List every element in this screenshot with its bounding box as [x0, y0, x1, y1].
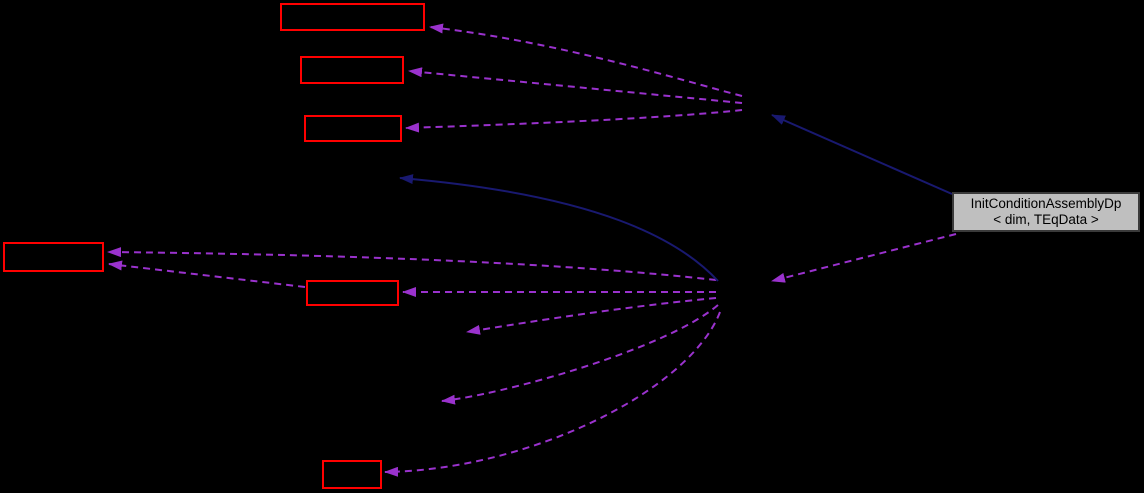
edge-middlehub-to-bottombox — [384, 311, 721, 477]
related-node-left[interactable] — [3, 242, 104, 272]
hidden-node-middle-hub — [715, 271, 769, 315]
inheritance-edges — [399, 114, 953, 282]
related-node-top-2[interactable] — [300, 56, 404, 84]
usage-edges — [107, 23, 957, 477]
edge-mainnode-to-tophub — [771, 114, 953, 195]
edge-middlehub-to-baseleft — [399, 174, 719, 282]
edge-middlehub-to-fanupper — [466, 297, 717, 335]
hidden-nodes — [299, 85, 771, 417]
hidden-node-base-left — [299, 165, 395, 191]
related-node-top-3[interactable] — [304, 115, 402, 142]
edge-tophub-to-box1 — [429, 23, 743, 97]
hidden-node-fan-upper — [371, 319, 461, 347]
related-node-middle[interactable] — [306, 280, 399, 306]
related-node-top-1[interactable] — [280, 3, 425, 31]
hidden-node-fan-lower — [345, 389, 435, 417]
edge-middlehub-to-leftbox — [107, 247, 717, 281]
main-node-label-line2: < dim, TEqData > — [993, 212, 1099, 227]
edge-midbox-to-leftbox — [108, 260, 306, 288]
main-node-label-line1: InitConditionAssemblyDp — [971, 196, 1122, 211]
edge-tophub-to-box3 — [405, 109, 743, 133]
main-node-box — [952, 192, 1140, 232]
hidden-node-top-hub — [741, 85, 771, 117]
edge-tophub-to-box2 — [408, 67, 743, 104]
edge-middlehub-to-fanlower — [441, 304, 719, 405]
edge-mainnode-to-middlehub — [771, 233, 957, 283]
related-node-bottom[interactable] — [322, 460, 382, 489]
related-nodes — [3, 3, 425, 489]
main-node: InitConditionAssemblyDp < dim, TEqData > — [952, 192, 1140, 232]
